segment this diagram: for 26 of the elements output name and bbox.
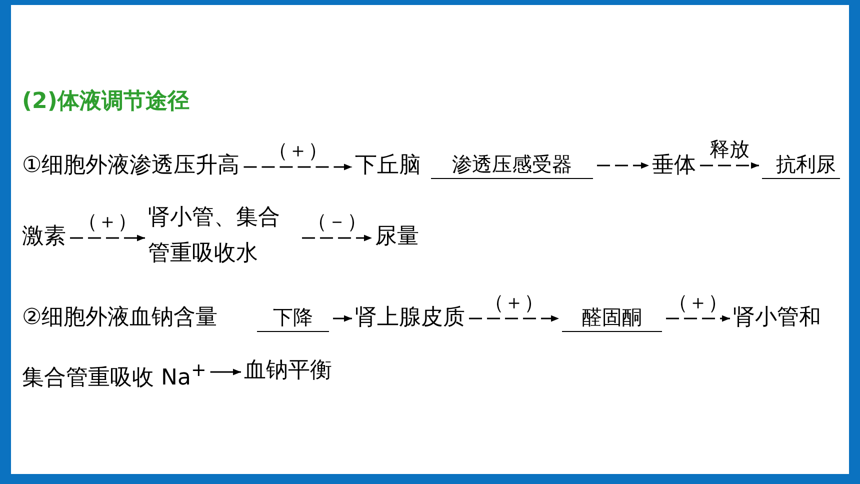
arrow xyxy=(666,315,730,322)
edge-label: 释放 xyxy=(710,136,750,160)
arrow xyxy=(210,368,241,376)
section-title: (2)体液调节途径 xyxy=(22,88,190,116)
arrow xyxy=(302,234,372,242)
flow-text: 尿量 xyxy=(375,222,419,252)
flow-text: 肾小管、集合管重吸收水 xyxy=(148,200,298,272)
flow-text: 肾小管和 xyxy=(733,303,821,333)
arrow xyxy=(469,315,559,322)
fill-in-answer: 醛固酮 xyxy=(562,303,662,332)
arrow xyxy=(597,162,649,169)
fill-in-answer: 下降 xyxy=(257,303,329,332)
flow-text: ①细胞外液渗透压升高 xyxy=(22,151,240,181)
arrow xyxy=(70,234,145,242)
arrow xyxy=(244,164,352,170)
arrow xyxy=(333,315,352,322)
flow-text: 垂体 xyxy=(652,151,696,181)
flow-text: 集合管重吸收 Na$^{+}$ xyxy=(22,356,206,394)
fill-in-answer: 渗透压感受器 xyxy=(431,150,593,179)
flow-text: 肾上腺皮质 xyxy=(355,303,465,333)
flow-text: ②细胞外液血钠含量 xyxy=(22,303,218,333)
arrow xyxy=(700,162,759,169)
flow-text: 下丘脑 xyxy=(355,151,421,181)
flow-text: 激素 xyxy=(22,222,66,252)
flow-text: 血钠平衡 xyxy=(244,356,332,386)
fill-in-answer: 抗利尿 xyxy=(762,150,840,179)
